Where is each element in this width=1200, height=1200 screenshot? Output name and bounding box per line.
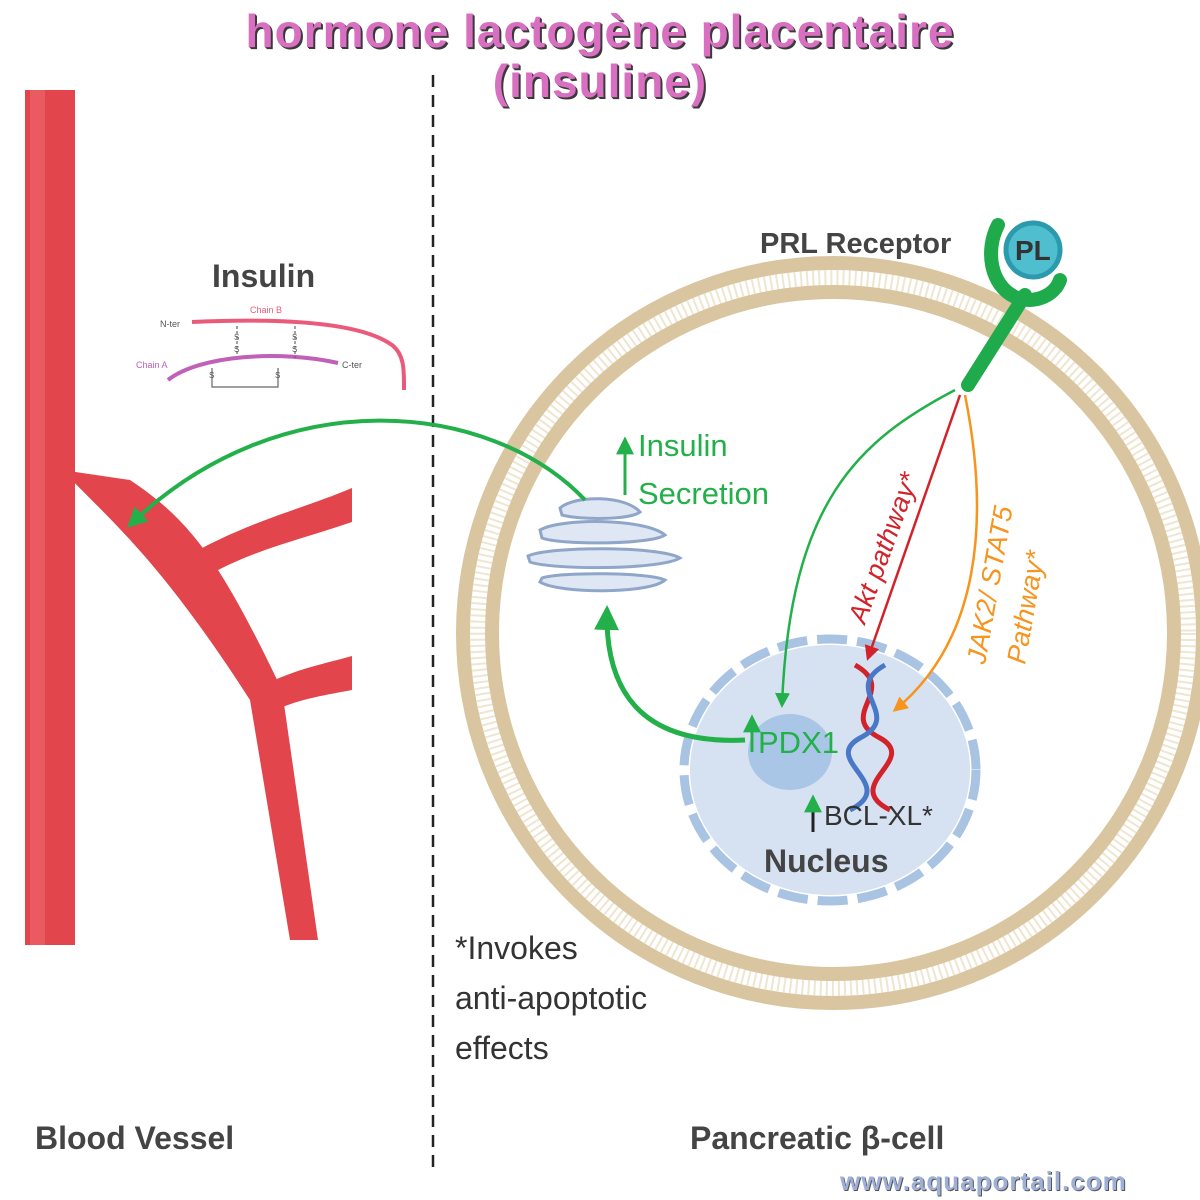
s-label: S: [292, 345, 297, 354]
chain-a-label: Chain A: [136, 360, 168, 370]
note-line2: anti-apoptotic: [455, 980, 648, 1016]
prl-receptor-icon: [961, 218, 1067, 392]
chain-b-label: Chain B: [250, 305, 282, 315]
s-label: S: [209, 371, 214, 380]
nucleus-label: Nucleus: [764, 843, 889, 879]
akt-pathway-label: Akt pathway*: [842, 467, 925, 629]
blood-vessel-label: Blood Vessel: [35, 1120, 235, 1156]
prl-receptor-label: PRL Receptor: [760, 228, 952, 260]
blood-vessel: [25, 90, 352, 945]
insulin-label: Insulin: [212, 258, 316, 294]
bclxl-label: BCL-XL*: [824, 800, 933, 831]
watermark: www.aquaportail.com: [840, 1166, 1127, 1196]
insulin-secretion-label-1: Insulin: [638, 428, 728, 463]
insulin-to-vessel-arrow: [127, 418, 587, 528]
page-title-line2: (insuline): [492, 55, 708, 107]
pdx1-to-golgi-arrow: [594, 605, 746, 743]
insulin-structure: [166, 318, 407, 391]
c-ter-label: C-ter: [342, 360, 362, 370]
n-ter-label: N-ter: [160, 319, 180, 329]
dna-helix: [845, 662, 895, 813]
s-label: S: [234, 345, 239, 354]
note-line3: effects: [455, 1030, 549, 1066]
insulin-secretion-label-2: Secretion: [638, 476, 769, 511]
jak2-label-line2: Pathway*: [1001, 547, 1051, 666]
cell-membrane: [456, 256, 1200, 1010]
pdx1-label: PDX1: [758, 725, 839, 760]
akt-pathway-arrow: [864, 394, 962, 661]
receptor-to-pdx1-arrow: [774, 388, 956, 708]
page-title-line1: hormone lactogène placentaire: [245, 5, 955, 57]
s-label: S: [275, 371, 280, 380]
note-line1: *Invokes: [455, 930, 578, 966]
golgi-apparatus: [526, 497, 683, 593]
pl-label: PL: [1015, 235, 1051, 266]
pancreatic-cell-label: Pancreatic β-cell: [690, 1120, 945, 1156]
jak2-pathway-arrow: [892, 394, 979, 712]
s-label: S: [234, 333, 239, 342]
s-label: S: [292, 333, 297, 342]
